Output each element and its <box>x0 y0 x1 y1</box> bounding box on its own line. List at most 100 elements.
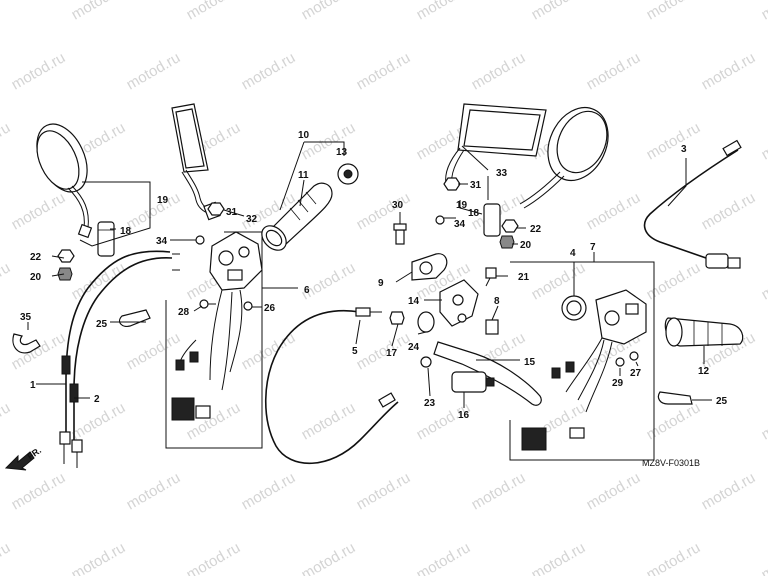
screw-34-right <box>435 215 445 225</box>
watermark-text: motod.ru <box>759 0 768 23</box>
reference-code: MZ8V-F0301B <box>642 458 700 468</box>
throttle-grip-11 <box>261 182 333 251</box>
callout-8: 8 <box>494 296 500 307</box>
watermark-text: motod.ru <box>469 469 529 513</box>
nut-22-left <box>57 249 75 263</box>
grip-end-13 <box>337 163 359 185</box>
right-switch-housing <box>521 289 647 451</box>
watermark-text: motod.ru <box>124 469 184 513</box>
watermark-text: motod.ru <box>299 119 359 163</box>
watermark-text: motod.ru <box>644 119 704 163</box>
cable-clamp-25-left <box>118 309 151 327</box>
callout-26: 26 <box>264 303 276 314</box>
callout-20-left: 20 <box>30 272 42 283</box>
watermark-text: motod.ru <box>0 119 13 163</box>
callout-4: 4 <box>570 248 576 259</box>
watermark-text: motod.ru <box>529 0 589 23</box>
callout-32: 32 <box>246 214 258 225</box>
watermark-text: motod.ru <box>9 49 69 93</box>
washer-31-right <box>443 177 461 191</box>
callout-34-right: 34 <box>454 219 466 230</box>
watermark-text: motod.ru <box>239 49 299 93</box>
watermark-text: motod.ru <box>69 0 129 23</box>
bolt-20-left <box>57 267 73 281</box>
left-round-mirror <box>36 123 93 239</box>
bolt-17 <box>389 311 405 325</box>
right-rect-mirror <box>445 103 547 187</box>
callout-11: 11 <box>298 170 309 181</box>
right-switch-box <box>509 261 655 461</box>
callout-21: 21 <box>518 272 530 283</box>
callout-33: 33 <box>496 168 508 179</box>
callout-29: 29 <box>612 378 624 389</box>
watermark-text: motod.ru <box>414 539 474 576</box>
screw-28 <box>199 299 216 309</box>
callout-14: 14 <box>408 296 420 307</box>
callout-6: 6 <box>304 285 310 296</box>
left-switch-housing <box>171 231 263 421</box>
callout-19-right: 19 <box>456 200 468 211</box>
watermark-text: motod.ru <box>299 399 359 443</box>
watermark-text: motod.ru <box>124 49 184 93</box>
washer-31-left <box>207 202 225 216</box>
watermark-text: motod.ru <box>299 259 359 303</box>
watermark-text: motod.ru <box>354 469 414 513</box>
watermark-text: motod.ru <box>184 539 244 576</box>
watermark-text: motod.ru <box>0 0 13 23</box>
left-switch-box <box>165 231 263 449</box>
watermark-text: motod.ru <box>759 539 768 576</box>
mirror-adapter-18-right <box>483 203 501 237</box>
screw-23 <box>420 356 432 368</box>
bolt-21 <box>485 267 497 287</box>
watermark-text: motod.ru <box>644 399 704 443</box>
watermark-text: motod.ru <box>414 0 474 23</box>
watermark-text: motod.ru <box>299 0 359 23</box>
callout-22-left: 22 <box>30 252 42 263</box>
throttle-cable-5 <box>264 307 399 465</box>
watermark-text: motod.ru <box>124 329 184 373</box>
callout-15: 15 <box>524 357 536 368</box>
screw-26 <box>243 301 253 311</box>
callout-16: 16 <box>458 410 470 421</box>
callout-27: 27 <box>630 368 642 379</box>
front-direction-arrow: FR. <box>4 445 43 471</box>
mirror-adapter-18-left <box>97 221 115 257</box>
callout-3: 3 <box>681 144 687 155</box>
callout-20-right: 20 <box>520 240 532 251</box>
watermark-text: motod.ru <box>584 49 644 93</box>
callout-18-right: 18 <box>468 208 480 219</box>
watermark-text: motod.ru <box>699 469 759 513</box>
callout-18-left: 18 <box>120 226 132 237</box>
watermark-text: motod.ru <box>124 189 184 233</box>
callout-34-left: 34 <box>156 236 168 247</box>
callout-35: 35 <box>20 312 32 323</box>
callout-23: 23 <box>424 398 436 409</box>
watermark-text: motod.ru <box>0 399 13 443</box>
watermark-text: motod.ru <box>354 329 414 373</box>
watermark-text: motod.ru <box>584 469 644 513</box>
callout-24: 24 <box>408 342 420 353</box>
bolt-30 <box>393 223 407 245</box>
pivot-8 <box>485 319 499 335</box>
bolt-20-right <box>499 235 515 249</box>
callout-13: 13 <box>336 147 348 158</box>
callout-25-right: 25 <box>716 396 728 407</box>
callout-25-left: 25 <box>96 319 108 330</box>
watermark-text: motod.ru <box>9 469 69 513</box>
callout-numbers: 19 18 22 20 35 25 1 2 34 31 32 6 28 26 1… <box>20 130 728 421</box>
watermark-text: motod.ru <box>69 399 129 443</box>
dust-cover-24 <box>417 311 435 333</box>
right-grip-12 <box>664 317 744 347</box>
watermark-text: motod.ru <box>184 0 244 23</box>
watermark-text: motod.ru <box>644 539 704 576</box>
watermark-text: motod.ru <box>759 119 768 163</box>
nut-22-right <box>501 219 519 233</box>
screw-27 <box>629 351 639 361</box>
watermark-text: motod.ru <box>644 0 704 23</box>
watermark-text: motod.ru <box>584 189 644 233</box>
watermark-text: motod.ru <box>69 539 129 576</box>
clutch-lever-bracket-14 <box>439 279 479 327</box>
callout-19-left: 19 <box>157 195 169 206</box>
